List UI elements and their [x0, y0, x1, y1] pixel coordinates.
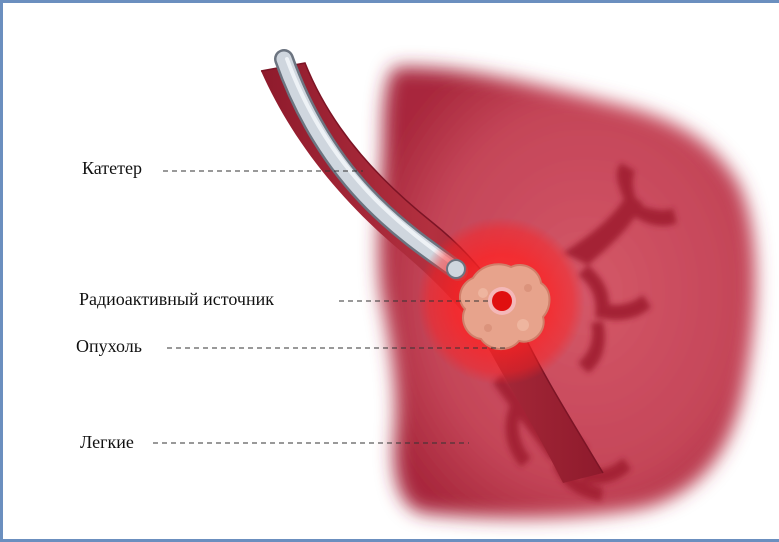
label-radioactive-source: Радиоактивный источник	[79, 289, 274, 309]
label-catheter: Катетер	[82, 158, 142, 178]
label-lungs: Легкие	[80, 432, 134, 452]
brachytherapy-illustration	[3, 3, 779, 542]
radioactive-source	[488, 287, 516, 315]
label-tumor: Опухоль	[76, 336, 142, 356]
catheter-tip	[447, 260, 465, 278]
